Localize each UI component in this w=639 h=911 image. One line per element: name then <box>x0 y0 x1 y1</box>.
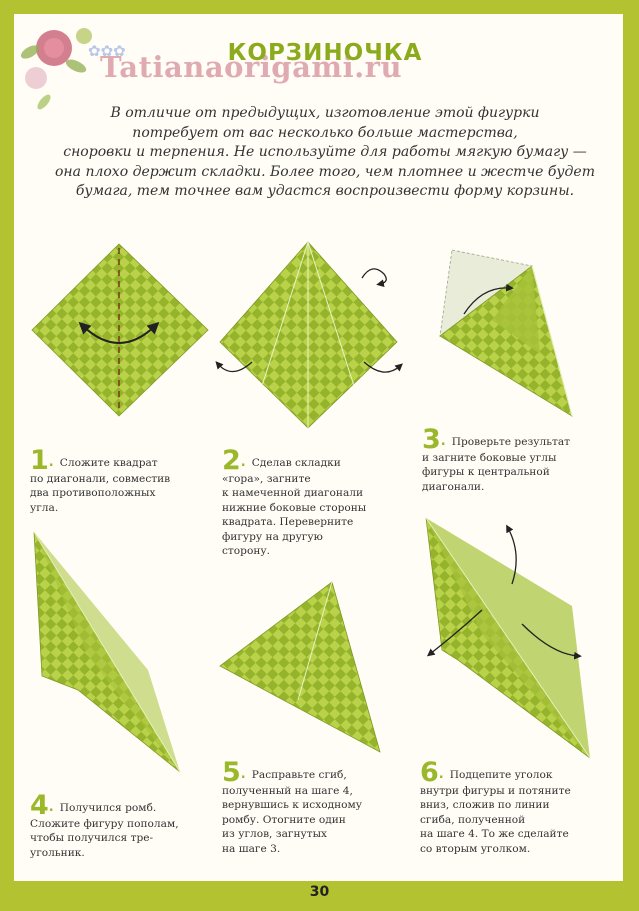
step-number: 4 <box>30 790 49 821</box>
step-line: на шаге 4. То же сделайте <box>420 828 569 840</box>
step-2-text: 2.Сделав складки «гора», загните к намеч… <box>222 450 412 558</box>
step-line: угла. <box>30 502 58 514</box>
step-6-text: 6.Подцепите уголок внутри фигуры и потян… <box>420 762 625 856</box>
intro-line: она плохо держит складки. Более того, че… <box>30 163 620 183</box>
step-number: 5 <box>222 757 241 788</box>
step-line: по диагонали, совместив <box>30 473 170 485</box>
step-4-text: 4.Получился ромб. Сложите фигуру пополам… <box>30 795 220 860</box>
step-line: угольник. <box>30 847 85 859</box>
step-line: к намеченной диагонали <box>222 487 363 499</box>
page-title: КОРЗИНОЧКА <box>190 40 460 66</box>
step-number: 2 <box>222 445 241 476</box>
figure-step-4 <box>28 528 188 778</box>
step-3-text: 3.Проверьте результат и загните боковые … <box>422 429 622 494</box>
step-line: квадрата. Переверните <box>222 516 353 528</box>
step-number: 6 <box>420 757 439 788</box>
step-line: вниз, сложив по линии <box>420 799 550 811</box>
step-line: фигуру на другую <box>222 531 323 543</box>
step-5-text: 5.Расправьте сгиб, полученный на шаге 4,… <box>222 762 417 856</box>
step-line: «гора», загните <box>222 473 311 485</box>
step-line: Подцепите уголок <box>450 769 553 781</box>
step-line: на шаге 3. <box>222 843 280 855</box>
step-line: Расправьте сгиб, <box>252 769 347 781</box>
step-line: со вторым уголком. <box>420 843 530 855</box>
figure-step-1 <box>28 240 210 420</box>
step-line: Проверьте результат <box>452 436 570 448</box>
step-line: вернувшись к исходному <box>222 799 362 811</box>
step-line: диагонали. <box>422 481 484 493</box>
step-dot: . <box>241 455 246 470</box>
figure-step-6 <box>422 514 622 764</box>
step-number: 1 <box>30 445 49 476</box>
figure-step-2 <box>212 240 412 430</box>
intro-line: бумага, тем точнее вам удастся воспроизв… <box>30 182 620 202</box>
step-line: нижние боковые стороны <box>222 502 366 514</box>
step-1-text: 1.Сложите квадрат по диагонали, совмести… <box>30 450 210 515</box>
figure-step-5 <box>216 578 388 758</box>
step-line: из углов, загнутых <box>222 828 327 840</box>
step-line: ромбу. Отогните один <box>222 814 346 826</box>
step-line: чтобы получился тре- <box>30 832 153 844</box>
step-line: Сделав складки <box>252 457 341 469</box>
step-line: внутри фигуры и потяните <box>420 785 571 797</box>
step-dot: . <box>439 767 444 782</box>
step-line: полученный на шаге 4, <box>222 785 353 797</box>
step-line: сторону. <box>222 545 270 557</box>
step-dot: . <box>49 455 54 470</box>
step-dot: . <box>49 800 54 815</box>
step-line: Сложите фигуру пополам, <box>30 818 179 830</box>
intro-line: В отличие от предыдущих, изготовление эт… <box>30 104 620 124</box>
step-line: Сложите квадрат <box>60 457 158 469</box>
intro-paragraph: В отличие от предыдущих, изготовление эт… <box>30 104 620 202</box>
step-line: два противоположных <box>30 487 155 499</box>
page-number: 30 <box>0 884 639 900</box>
step-line: сгиба, полученной <box>420 814 525 826</box>
step-number: 3 <box>422 424 441 455</box>
intro-line: потребует от вас несколько больше мастер… <box>30 124 620 144</box>
step-line: фигуры к центральной <box>422 466 550 478</box>
step-line: и загните боковые углы <box>422 452 556 464</box>
figure-step-3 <box>432 244 582 424</box>
step-line: Получился ромб. <box>60 802 157 814</box>
step-dot: . <box>441 434 446 449</box>
intro-line: сноровки и терпения. Не используйте для … <box>30 143 620 163</box>
step-dot: . <box>241 767 246 782</box>
